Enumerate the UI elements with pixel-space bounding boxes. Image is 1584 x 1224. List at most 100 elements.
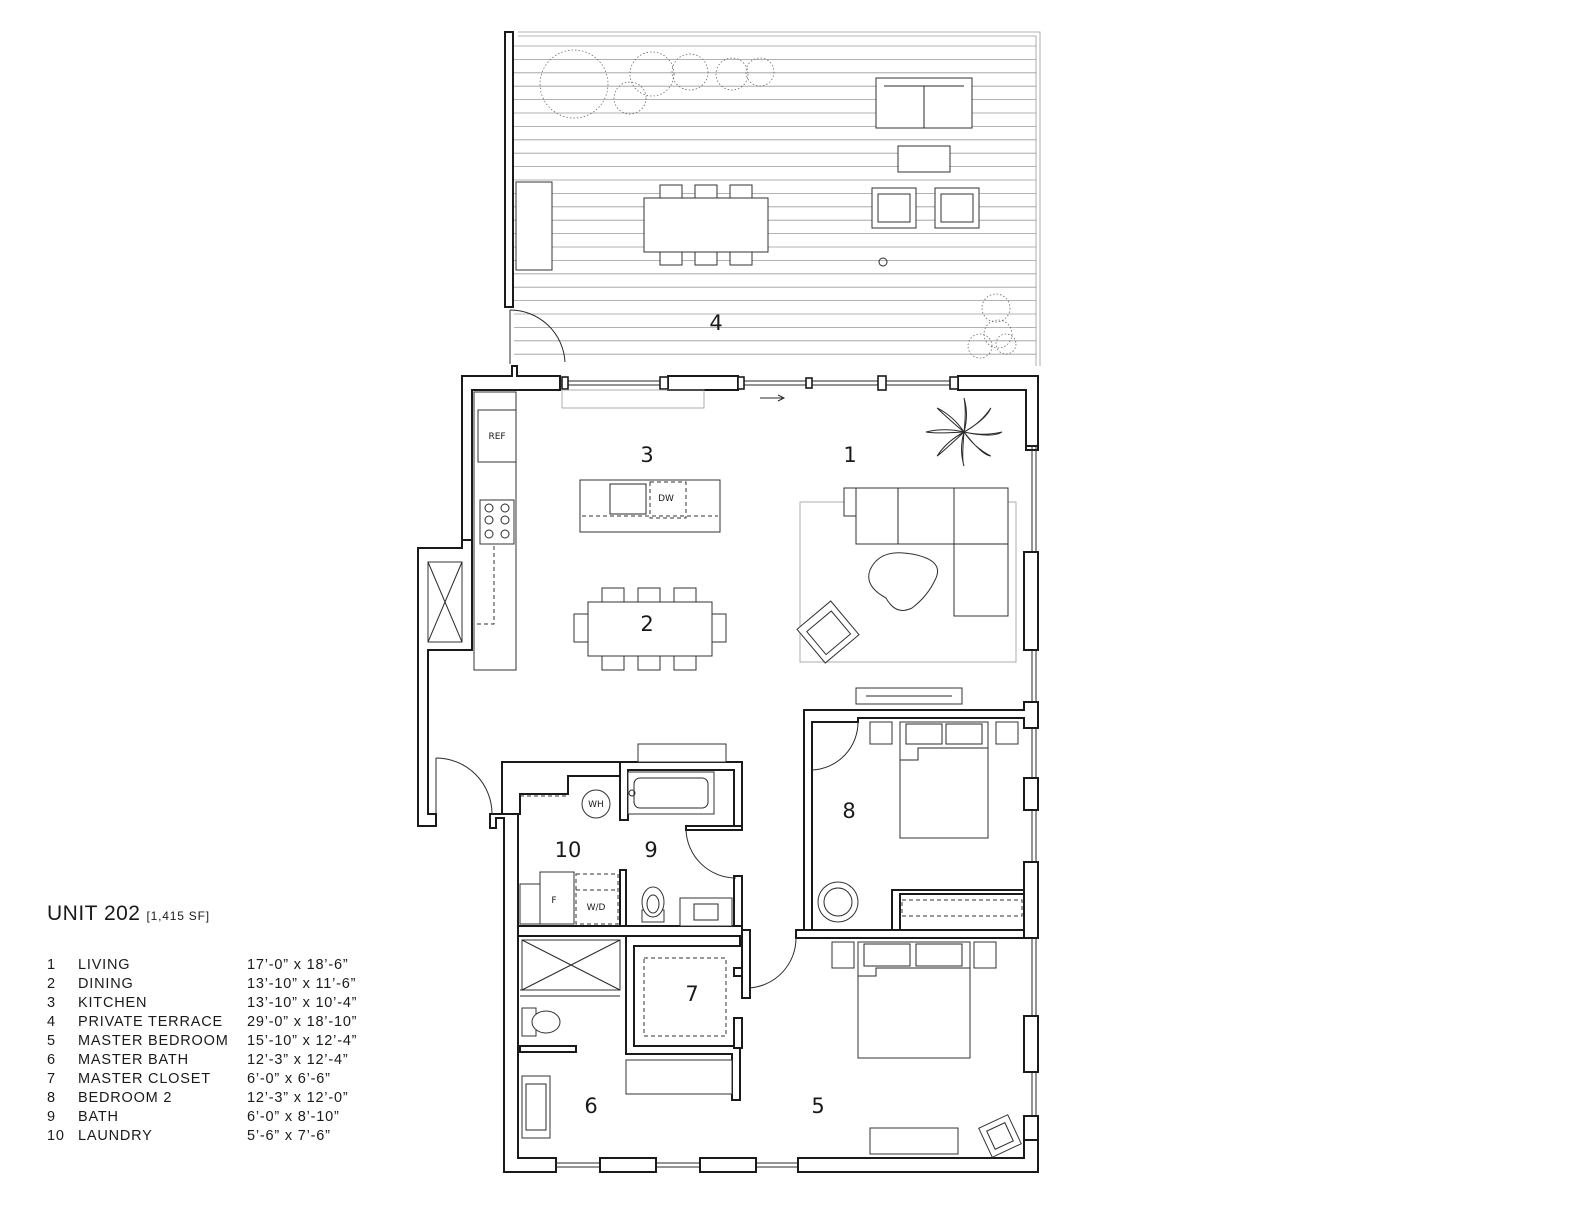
- water-heater: [581, 789, 611, 819]
- terrace-sofa: [875, 77, 973, 129]
- room-num-10: 10: [555, 838, 582, 862]
- room-list-name: LIVING: [78, 957, 131, 973]
- closet-shelf: [625, 1059, 733, 1095]
- room-num-2: 2: [640, 612, 653, 636]
- terrace-door-swing: [509, 309, 566, 363]
- plant-icon: [981, 293, 1011, 323]
- room-list-dimensions: 13’-10” x 11’-6”: [247, 976, 357, 992]
- coffee-table: [868, 552, 938, 611]
- room-num-1: 1: [843, 443, 856, 467]
- unit-area: [1,415 SF]: [146, 909, 210, 923]
- plant-icon: [967, 333, 993, 359]
- master-dresser: [869, 1127, 959, 1155]
- room-list-item: 8 BEDROOM 2 12’-3” x 12’-0”: [47, 1089, 427, 1108]
- room-list-number: 1: [47, 957, 56, 973]
- interior-walls: [501, 701, 1039, 1101]
- bathtub: [627, 771, 715, 815]
- room-list-name: BATH: [78, 1109, 119, 1125]
- room-list-dimensions: 13’-10” x 10’-4”: [247, 995, 358, 1011]
- room-list-name: LAUNDRY: [78, 1128, 153, 1144]
- room-list-name: PRIVATE TERRACE: [78, 1014, 223, 1030]
- freezer: [539, 871, 575, 925]
- toilet-master: [521, 1007, 561, 1037]
- room-list-number: 5: [47, 1033, 56, 1049]
- room-numbers: 1 2 3 4 5 6 7 8 9 10: [555, 311, 857, 1118]
- cooktop: [479, 499, 515, 545]
- room-num-6: 6: [584, 1094, 597, 1118]
- room-list-dimensions: 29’-0” x 18’-10”: [247, 1014, 358, 1030]
- room-list-name: BEDROOM 2: [78, 1090, 173, 1106]
- living-furniture: [796, 397, 1017, 705]
- room-list-name: DINING: [78, 976, 134, 992]
- room-list-dimensions: 6’-0” x 6’-6”: [247, 1071, 331, 1087]
- living-plant: [925, 397, 1003, 467]
- room-list-item: 3 KITCHEN 13’-10” x 10’-4”: [47, 994, 427, 1013]
- unit-name: UNIT 202: [47, 902, 141, 925]
- dining-set: [573, 587, 727, 671]
- master-bed: [857, 941, 971, 1059]
- terrace-dining-set: [643, 184, 769, 266]
- palm-leaf: [963, 397, 967, 433]
- room-list-dimensions: 6’-0” x 8’-10”: [247, 1109, 340, 1125]
- room-num-7: 7: [685, 982, 698, 1006]
- ref-label: REF: [488, 432, 505, 442]
- palm-leaf: [963, 407, 992, 433]
- bed-2: [899, 721, 989, 839]
- room-list-dimensions: 5’-6” x 7’-6”: [247, 1128, 331, 1144]
- room-list-number: 8: [47, 1090, 56, 1106]
- room-list-item: 2 DINING 13’-10” x 11’-6”: [47, 975, 427, 994]
- room-list-name: KITCHEN: [78, 995, 148, 1011]
- dw-label: DW: [658, 494, 674, 504]
- terrace-plants: [539, 49, 1017, 359]
- plant-icon: [983, 319, 1013, 349]
- kitchen: REF DW: [473, 391, 721, 671]
- master-bath-fixtures: [520, 939, 733, 1139]
- terrace-coffee-table: [897, 145, 951, 173]
- room-list-number: 6: [47, 1052, 56, 1068]
- room-list-item: 9 BATH 6’-0” x 8’-10”: [47, 1108, 427, 1127]
- wd-label: W/D: [587, 903, 606, 913]
- palm-leaf: [936, 407, 965, 433]
- terrace-armchairs: [871, 187, 980, 229]
- f-label: F: [551, 896, 556, 906]
- room-list-dimensions: 12’-3” x 12’-4”: [247, 1052, 349, 1068]
- room-num-3: 3: [640, 443, 653, 467]
- room-list-number: 3: [47, 995, 56, 1011]
- terrace: [504, 31, 1041, 366]
- room-list-number: 9: [47, 1109, 56, 1125]
- room-num-8: 8: [842, 799, 855, 823]
- palm-leaf: [963, 431, 1003, 436]
- toilet-bath: [641, 886, 665, 923]
- terrace-umbrella: [878, 257, 888, 267]
- room-list-name: MASTER BEDROOM: [78, 1033, 229, 1049]
- master-vanity: [521, 1075, 551, 1139]
- plant-icon: [745, 57, 775, 87]
- room-list-number: 2: [47, 976, 56, 992]
- palm-leaf: [925, 429, 965, 434]
- refrigerator: [477, 409, 517, 463]
- master-bedroom-furniture: [831, 941, 1022, 1158]
- bath-sink: [679, 897, 733, 927]
- kitchen-island: [579, 479, 721, 533]
- plant-icon: [613, 81, 647, 115]
- terrace-bench: [515, 181, 553, 271]
- room-num-9: 9: [644, 838, 657, 862]
- unit-title: UNIT 202 [1,415 SF]: [47, 902, 427, 926]
- room-list-item: 10 LAUNDRY 5’-6” x 7’-6”: [47, 1127, 427, 1146]
- room-list-item: 6 MASTER BATH 12’-3” x 12’-4”: [47, 1051, 427, 1070]
- room-list-dimensions: 12’-3” x 12’-0”: [247, 1090, 349, 1106]
- room-list-number: 10: [47, 1128, 65, 1144]
- room-num-5: 5: [811, 1094, 824, 1118]
- plant-icon: [715, 57, 749, 91]
- room-num-4: 4: [709, 311, 722, 335]
- palm-leaf: [963, 431, 992, 457]
- bedroom-2-furniture: [817, 721, 1023, 923]
- plant-icon: [995, 333, 1017, 355]
- room-list-name: MASTER BATH: [78, 1052, 189, 1068]
- plant-icon: [671, 53, 709, 91]
